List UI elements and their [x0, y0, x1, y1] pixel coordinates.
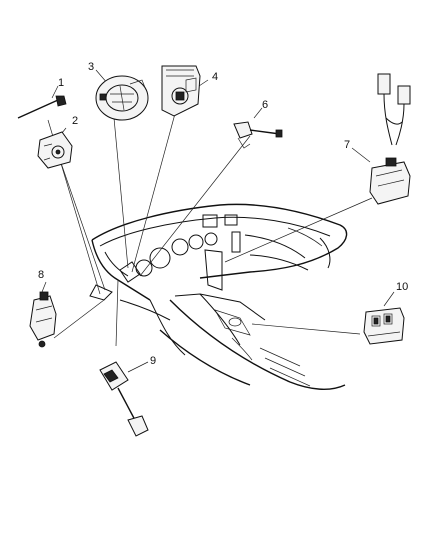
callout-labels: 1 2 3 4 6 7 8 9 10: [38, 61, 408, 367]
part-6-stalk: [233, 121, 283, 149]
callout-6: 6: [262, 99, 268, 111]
callout-2: 2: [72, 115, 78, 127]
dashboard-illustration: [89, 203, 348, 390]
part-3-clockspring: [95, 75, 149, 121]
part-9-plug: [99, 361, 149, 437]
callout-3: 3: [88, 61, 94, 73]
part-10-switchpack: [363, 307, 405, 345]
part-7-harness: [369, 73, 411, 205]
callout-9: 9: [150, 355, 156, 367]
part-1-probe: [17, 95, 67, 119]
part-8-switch: [29, 291, 57, 348]
leader-lines: [41, 69, 395, 373]
part-2-switch: [37, 131, 73, 169]
callout-10: 10: [396, 281, 408, 293]
callout-7: 7: [344, 139, 350, 151]
callout-1: 1: [58, 77, 64, 89]
callout-4: 4: [212, 71, 218, 83]
part-4-module: [161, 65, 201, 117]
callout-8: 8: [38, 269, 44, 281]
